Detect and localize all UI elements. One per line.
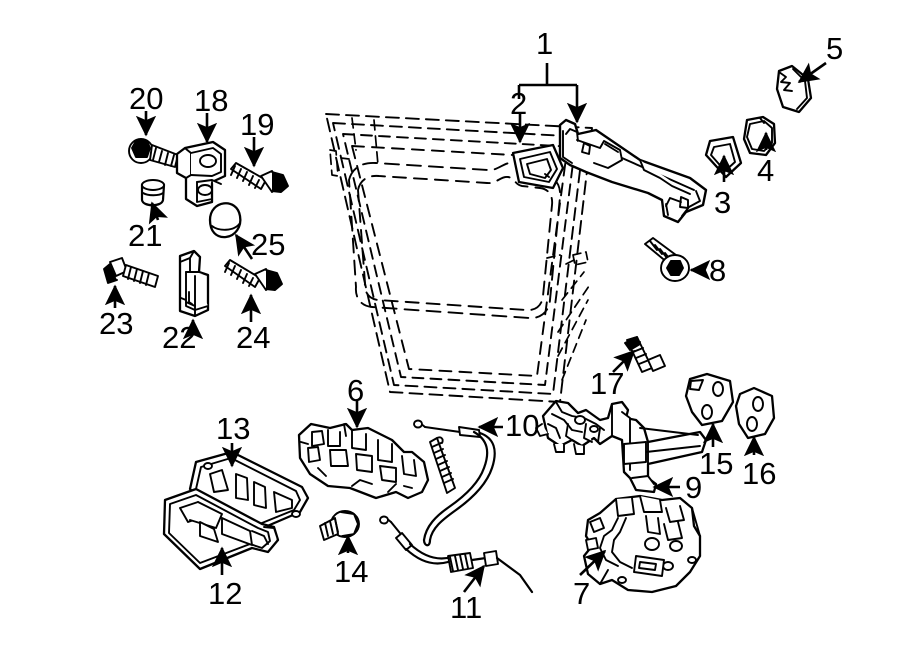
part-hinge-pin-cap	[208, 202, 242, 239]
leader-1	[517, 63, 588, 124]
callout-label-8[interactable]: 8	[709, 253, 727, 288]
part-handle-bezel	[511, 143, 565, 190]
callout-label-24[interactable]: 24	[236, 320, 271, 355]
callout-label-22[interactable]: 22	[162, 320, 197, 355]
callout-label-18[interactable]: 18	[194, 83, 229, 118]
part-release-cable-upper	[413, 419, 496, 547]
callout-label-14[interactable]: 14	[334, 554, 369, 589]
callout-label-21[interactable]: 21	[128, 218, 163, 253]
callout-label-13[interactable]: 13	[216, 411, 251, 446]
part-hinge-pin-bolt	[128, 138, 179, 168]
leader-17	[612, 349, 636, 373]
part-control-cable-lower	[379, 515, 534, 594]
part-striker-backing-plate	[734, 386, 776, 440]
part-inside-handle-screw	[319, 510, 360, 541]
callout-label-2[interactable]: 2	[510, 86, 528, 121]
callout-label-4[interactable]: 4	[757, 153, 775, 188]
part-hinge-pin-bushing	[140, 179, 166, 207]
part-outside-door-handle	[558, 118, 708, 224]
part-check-arm-bolt-upper	[224, 259, 283, 291]
part-latch-bracket-screw	[624, 336, 666, 373]
leader-7	[579, 549, 607, 576]
part-inside-handle-bezel	[162, 487, 280, 571]
leader-5	[797, 61, 827, 84]
callout-label-25[interactable]: 25	[251, 227, 286, 262]
part-check-bracket-bolt	[230, 162, 289, 193]
part-door-latch-assembly	[582, 494, 702, 594]
callout-label-5[interactable]: 5	[826, 31, 844, 66]
leader-25	[234, 233, 256, 260]
part-door-check-bracket	[175, 140, 227, 208]
part-door-check-arm	[178, 249, 210, 318]
callout-label-23[interactable]: 23	[99, 306, 134, 341]
leader-21	[148, 201, 168, 225]
callout-label-12[interactable]: 12	[208, 576, 243, 611]
callout-label-20[interactable]: 20	[129, 81, 164, 116]
callout-label-17[interactable]: 17	[590, 366, 625, 401]
callout-label-6[interactable]: 6	[347, 373, 365, 408]
callout-label-11[interactable]: 11	[450, 590, 483, 625]
callout-label-19[interactable]: 19	[240, 107, 275, 142]
callout-label-1[interactable]: 1	[536, 26, 554, 61]
part-latch-support-bracket	[535, 399, 708, 494]
callout-label-15[interactable]: 15	[699, 446, 734, 481]
callout-label-10[interactable]: 10	[505, 408, 540, 443]
leader-11	[462, 564, 486, 593]
callout-label-7[interactable]: 7	[573, 576, 591, 611]
part-check-arm-bolt-lower	[103, 257, 159, 288]
callout-label-16[interactable]: 16	[742, 456, 777, 491]
callout-label-9[interactable]: 9	[685, 470, 703, 505]
part-handle-screw	[644, 237, 690, 282]
callout-label-3[interactable]: 3	[714, 185, 732, 220]
part-striker-reinforcement-plate	[684, 372, 735, 427]
